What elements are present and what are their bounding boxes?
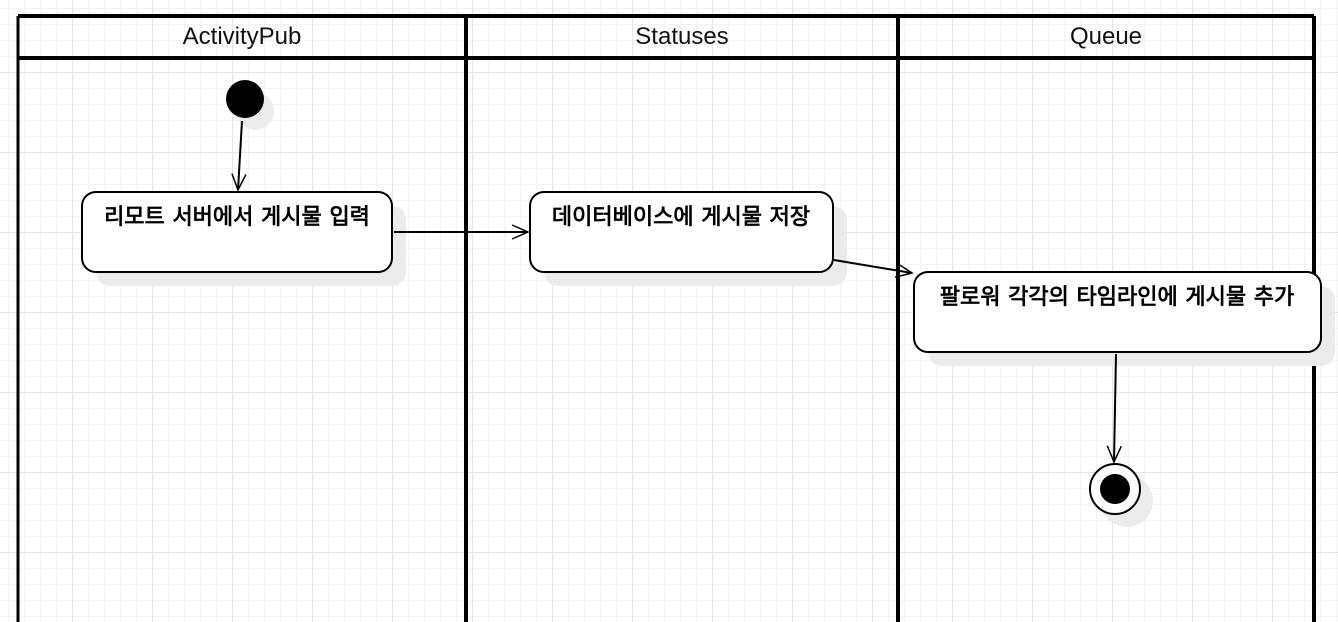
activity-box (529, 191, 834, 273)
lane-title-statuses: Statuses (635, 23, 728, 50)
flow-timeline-to-end[interactable] (1106, 353, 1122, 464)
flow-start-to-input[interactable] (231, 120, 247, 192)
activity-remote-input[interactable]: 리모트 서버에서 게시물 입력 (81, 191, 393, 273)
activity-label: 데이터베이스에 게시물 저장 (552, 205, 810, 230)
activity-label: 팔로워 각각의 타임라인에 게시물 추가 (940, 285, 1294, 310)
lane-title-activitypub: ActivityPub (183, 23, 302, 50)
activity-label: 리모트 서버에서 게시물 입력 (104, 205, 370, 230)
initial-node[interactable] (226, 80, 264, 118)
final-node[interactable] (1089, 463, 1141, 515)
activity-box (81, 191, 393, 273)
control-flows (231, 120, 1122, 464)
activity-box (913, 271, 1322, 353)
activity-timeline-add[interactable]: 팔로워 각각의 타임라인에 게시물 추가 (913, 271, 1322, 353)
final-node-core (1100, 474, 1130, 504)
flow-save-to-timeline[interactable] (833, 259, 914, 279)
lane-title-queue: Queue (1070, 23, 1142, 50)
activity-db-save[interactable]: 데이터베이스에 게시물 저장 (529, 191, 834, 273)
